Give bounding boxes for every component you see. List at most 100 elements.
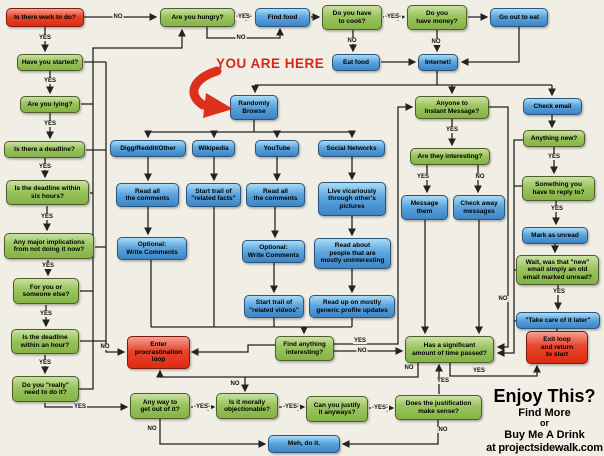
flow-edge — [156, 363, 419, 378]
edge-label: YES — [549, 206, 565, 212]
node-anything-new: Anything new? — [523, 130, 585, 147]
edge-label: NO — [403, 365, 415, 371]
edge-label: YES — [42, 78, 58, 84]
node-randomly: Randomly Browse — [230, 95, 278, 120]
node-lying: Are you lying? — [20, 96, 80, 113]
node-social: Social Networks — [318, 140, 385, 157]
node-started: Have you started? — [17, 54, 83, 71]
node-cook: Do you have to cook? — [322, 5, 382, 30]
node-anyone-im: Anyone to Instant Message? — [415, 96, 489, 119]
promo-line-or: or — [540, 418, 549, 429]
edge-label: NO — [497, 296, 509, 302]
promo-line-find-more: Find More — [518, 406, 571, 419]
edge-label: -YES- — [383, 14, 403, 20]
edge-label: YES — [37, 164, 53, 170]
promo-line-buy-drink: Buy Me A Drink — [504, 429, 585, 442]
node-take-care: "Take care of it later" — [516, 312, 600, 329]
flow-edge — [190, 344, 275, 356]
flow-edge — [334, 103, 414, 345]
node-read-up: Read up on mostly generic profile update… — [309, 295, 395, 318]
edge-label: -YES- — [234, 14, 254, 20]
edge-label: YES — [471, 368, 487, 374]
flow-edge — [489, 106, 509, 351]
flow-edge — [460, 27, 520, 66]
edge-label: YES — [40, 263, 56, 269]
you-are-here-label: YOU ARE HERE — [216, 56, 325, 71]
edge-label: NO — [346, 38, 358, 44]
edge-label: YES — [42, 121, 58, 127]
node-work: Is there work to do? — [6, 8, 84, 27]
edge-label: YES — [37, 35, 53, 41]
edge-label: NO — [99, 344, 111, 350]
node-meh: Meh, do it. — [268, 435, 340, 453]
edge-label: -YES- — [281, 404, 301, 410]
node-mark-unread: Mark as unread — [522, 227, 588, 244]
node-read-about: Read about people that are mostly uninte… — [314, 238, 391, 269]
node-wait-new: Wait, was that "new" email simply an old… — [516, 255, 599, 285]
node-exit-loop: Exit loop and return to start — [526, 331, 588, 364]
edge-label: YES — [435, 378, 451, 384]
node-within-hour: Is the deadline within an hour? — [11, 329, 79, 354]
node-find-food: Find food — [255, 8, 310, 27]
node-optional-2: Optional: Write Comments — [242, 240, 305, 263]
edge-label: YES — [551, 289, 567, 295]
edge-label: -YES- — [370, 405, 390, 411]
node-six-hours: Is the deadline within six hours? — [6, 180, 89, 205]
node-eat-food: Eat food — [332, 54, 380, 71]
flow-edge — [105, 62, 126, 356]
node-make-sense: Does the justification make sense? — [395, 395, 482, 420]
edge-label: YES — [444, 127, 460, 133]
flow-edge — [79, 28, 186, 390]
node-hungry: Are you hungry? — [160, 8, 235, 27]
promo-site-url: at projectsidewalk.com — [486, 441, 603, 454]
edge-label: YES — [546, 154, 562, 160]
edge-label: YES — [72, 404, 88, 410]
node-really: Do you "really" need to do it? — [12, 376, 79, 402]
edge-label: NO — [430, 39, 442, 45]
node-deadline: Is there a deadline? — [4, 141, 85, 158]
node-money: Do you have money? — [407, 5, 467, 30]
flow-edge — [159, 419, 267, 448]
edge-label: YES — [352, 338, 368, 344]
node-interesting: Are they interesting? — [410, 148, 490, 165]
node-morally: Is it morally objectionable? — [216, 393, 278, 419]
edge-label: YES — [415, 174, 431, 180]
node-reply: Something you have to reply to? — [522, 176, 595, 201]
node-for-you: For you or someone else? — [13, 278, 79, 304]
node-implications: Any major implications from not doing it… — [4, 233, 94, 259]
node-read-all-2: Read all the comments — [246, 183, 305, 207]
promo-title: Enjoy This? — [493, 386, 596, 406]
edge-label: NO — [229, 381, 241, 387]
edge-label: NO — [356, 348, 368, 354]
edge-label: YES — [38, 311, 54, 317]
node-related-facts: Start trail of "related facts" — [186, 183, 241, 207]
edge-label: YES — [37, 360, 53, 366]
edge-label: -YES- — [192, 404, 212, 410]
node-check-away: Check away messages — [453, 195, 505, 220]
flow-edge — [496, 139, 523, 357]
edge-label: NO — [437, 427, 449, 433]
node-read-all-1: Read all the comments — [116, 183, 179, 207]
edge-label: NO — [235, 35, 247, 41]
node-internet: Internet! — [418, 54, 458, 71]
node-digg: Digg/Reddit/Other — [110, 140, 186, 157]
edge-label: NO — [474, 174, 486, 180]
node-go-out: Go out to eat — [490, 8, 548, 27]
footer-promo: Enjoy This? Find More or Buy Me A Drink … — [485, 386, 604, 455]
node-time-passed: Has a significant amount of time passed? — [405, 336, 494, 363]
edge-label: YES — [39, 214, 55, 220]
node-related-videos: Start trail of "related videos" — [244, 295, 304, 318]
edge-label: NO — [146, 426, 158, 432]
edge-label: NO — [112, 14, 124, 20]
node-wikipedia: Wikipedia — [192, 140, 235, 157]
node-message-them: Message them — [401, 195, 448, 220]
node-vicariously: Live vicariously through other's picture… — [318, 182, 386, 216]
node-justify: Can you justify it anyways? — [306, 396, 368, 422]
node-youtube: YouTube — [255, 140, 299, 157]
node-check-email: Check email — [523, 98, 582, 115]
node-optional-1: Optional: Write Comments — [117, 237, 187, 260]
flow-edge — [449, 363, 541, 377]
flow-edge — [341, 420, 439, 448]
flow-edge — [44, 403, 129, 411]
